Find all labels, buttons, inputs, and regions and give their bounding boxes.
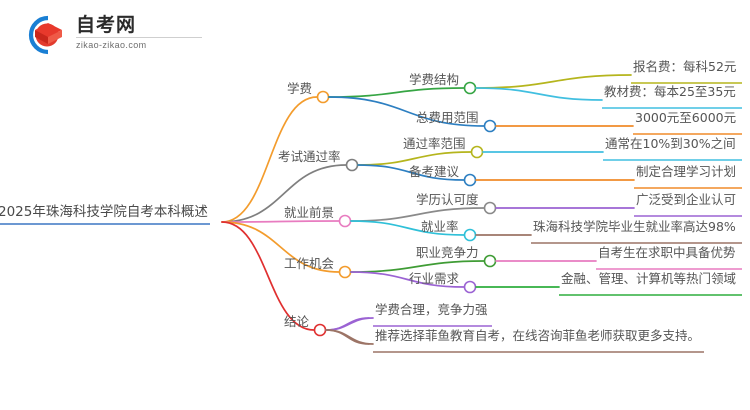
logo-text: 自考网 zikao-zikao.com (76, 14, 206, 50)
node-0-0-label[interactable]: 学费结构 (409, 72, 460, 87)
connector-line (325, 329, 374, 345)
connector-line (475, 74, 632, 89)
node-2-label[interactable]: 就业前景 (284, 205, 335, 220)
logo-subtitle: zikao-zikao.com (76, 40, 147, 50)
connector-line (221, 221, 315, 331)
connector-line (350, 220, 465, 236)
connector-line (221, 96, 318, 223)
connector-line (221, 221, 340, 273)
node-marker[interactable] (470, 145, 484, 159)
connector-line (328, 87, 465, 98)
leaf-0-0-1-label[interactable]: 教材费：每本25至35元 (604, 84, 736, 99)
connector-line (357, 164, 465, 181)
leaf-0-1-0-label[interactable]: 3000元至6000元 (635, 110, 737, 125)
leaf-4-0-label[interactable]: 学费合理，竞争力强 (375, 302, 488, 317)
node-1-0-label[interactable]: 通过率范围 (403, 136, 466, 151)
node-2-1-label[interactable]: 就业率 (421, 219, 459, 234)
node-1-1-label[interactable]: 备考建议 (409, 164, 460, 179)
node-marker[interactable] (345, 158, 359, 172)
node-marker[interactable] (483, 119, 497, 133)
node-3-1-label[interactable]: 行业需求 (409, 271, 460, 286)
leaf-3-1-0-label[interactable]: 金融、管理、计算机等热门领域 (561, 271, 737, 286)
node-marker[interactable] (316, 90, 330, 104)
node-marker[interactable] (338, 265, 352, 279)
node-marker[interactable] (483, 201, 497, 215)
connector-line (325, 317, 374, 331)
leaf-0-0-0-label[interactable]: 报名费：每科52元 (633, 59, 737, 74)
site-logo: 自考网 zikao-zikao.com (22, 8, 207, 60)
connector-line (221, 164, 347, 223)
connector-line (357, 151, 472, 166)
leaf-3-0-0-label[interactable]: 自考生在求职中具备优势 (598, 245, 736, 260)
node-marker[interactable] (463, 280, 477, 294)
connector-line (350, 260, 485, 273)
leaf-1-1-0-label[interactable]: 制定合理学习计划 (636, 164, 737, 179)
leaf-2-1-0-label[interactable]: 珠海科技学院毕业生就业率高达98% (533, 219, 736, 234)
node-marker[interactable] (338, 214, 352, 228)
logo-title: 自考网 (76, 14, 137, 36)
node-3-0-label[interactable]: 职业竞争力 (416, 245, 479, 260)
logo-divider (76, 37, 202, 38)
connector-line (350, 271, 465, 288)
node-marker[interactable] (463, 228, 477, 242)
node-0-1-label[interactable]: 总费用范围 (416, 110, 479, 125)
node-marker[interactable] (463, 173, 477, 187)
leaf-4-1-label[interactable]: 推荐选择菲鱼教育自考，在线咨询菲鱼老师获取更多支持。 (375, 328, 701, 343)
leaf-2-0-0-label[interactable]: 广泛受到企业认可 (636, 192, 737, 207)
node-marker[interactable] (313, 323, 327, 337)
connector-line (328, 96, 485, 127)
node-marker[interactable] (463, 81, 477, 95)
node-3-label[interactable]: 工作机会 (284, 256, 335, 271)
connector-line (350, 207, 485, 222)
connector-line (325, 329, 370, 345)
root-node-label[interactable]: 2025年珠海科技学院自考本科概述 (0, 204, 208, 220)
node-2-0-label[interactable]: 学历认可度 (416, 192, 479, 207)
node-4-label[interactable]: 结论 (284, 314, 310, 329)
node-1-label[interactable]: 考试通过率 (278, 149, 341, 164)
leaf-1-0-0-label[interactable]: 通常在10%到30%之间 (605, 136, 736, 151)
connector-line (221, 220, 340, 223)
zikao-logo-icon (22, 14, 68, 56)
connector-line (475, 87, 603, 101)
node-marker[interactable] (483, 254, 497, 268)
node-0-label[interactable]: 学费 (287, 81, 313, 96)
